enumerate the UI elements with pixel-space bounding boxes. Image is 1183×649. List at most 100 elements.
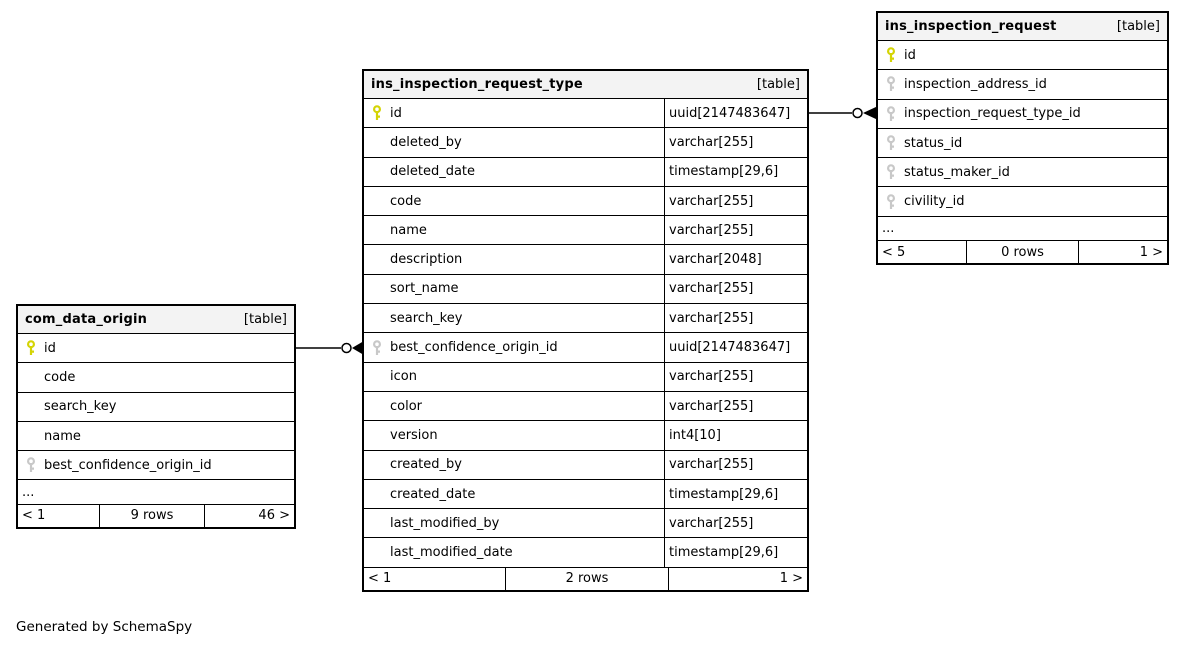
column-type: int4[10] bbox=[664, 421, 807, 450]
footer-related-left: < 5 bbox=[878, 241, 967, 264]
key-spacer bbox=[18, 363, 44, 391]
key-spacer bbox=[364, 480, 390, 508]
crowfoot-many-icon bbox=[863, 106, 877, 120]
footer-related-right: 1 > bbox=[779, 571, 803, 587]
foreign-key-icon bbox=[878, 129, 904, 157]
key-spacer bbox=[364, 421, 390, 449]
key-spacer bbox=[364, 304, 390, 332]
column-type: varchar[255] bbox=[664, 509, 807, 538]
footer-related-left: < 1 bbox=[364, 567, 506, 590]
column-name: sort_name bbox=[390, 281, 459, 297]
column-name: deleted_by bbox=[390, 134, 462, 150]
key-spacer bbox=[364, 275, 390, 303]
primary-key-icon bbox=[364, 99, 390, 127]
column-name: icon bbox=[390, 369, 417, 385]
column-row-search_key: search_key bbox=[18, 392, 294, 422]
column-name: code bbox=[390, 193, 422, 209]
column-row-best_confidence_origin_id: best_confidence_origin_id uuid[2147483647… bbox=[364, 333, 807, 363]
table-footer: < 1 9 rows 46 > bbox=[18, 504, 294, 527]
column-name: name bbox=[44, 428, 81, 444]
table-header: ins_inspection_request [table] bbox=[878, 13, 1167, 41]
primary-key-icon bbox=[18, 334, 44, 362]
column-name: best_confidence_origin_id bbox=[44, 457, 212, 473]
key-spacer bbox=[18, 422, 44, 450]
table-name: ins_inspection_request bbox=[885, 19, 1057, 34]
primary-key-icon bbox=[878, 41, 904, 69]
column-name: inspection_request_type_id bbox=[904, 106, 1081, 122]
column-row-icon: icon varchar[255] bbox=[364, 362, 807, 392]
column-row-id: id bbox=[878, 41, 1167, 71]
footer-row-count: 9 rows bbox=[100, 504, 205, 527]
column-row-status_id: status_id bbox=[878, 128, 1167, 159]
footer-row-count: 2 rows bbox=[506, 567, 669, 590]
table-header: ins_inspection_request_type [table] bbox=[364, 71, 807, 99]
column-type: timestamp[29,6] bbox=[664, 538, 807, 567]
column-row-version: version int4[10] bbox=[364, 421, 807, 451]
column-row-civility_id: civility_id bbox=[878, 187, 1167, 217]
ellipsis-row: ... bbox=[18, 480, 294, 505]
column-type: uuid[2147483647] bbox=[664, 99, 807, 128]
relationship-com-data-origin-to-request-type bbox=[296, 341, 363, 355]
column-name: id bbox=[44, 340, 56, 356]
foreign-key-icon bbox=[18, 451, 44, 479]
table-header: com_data_origin [table] bbox=[18, 306, 294, 334]
table-ins-inspection-request[interactable]: ins_inspection_request [table] id inspect… bbox=[876, 11, 1169, 266]
table-ins-inspection-request-type[interactable]: ins_inspection_request_type [table] id uu… bbox=[362, 69, 809, 592]
column-type: varchar[255] bbox=[664, 216, 807, 245]
column-name: id bbox=[390, 105, 402, 121]
column-name: version bbox=[390, 427, 438, 443]
key-spacer bbox=[364, 245, 390, 273]
column-type: varchar[255] bbox=[664, 128, 807, 157]
column-row-status_maker_id: status_maker_id bbox=[878, 158, 1167, 188]
column-name: best_confidence_origin_id bbox=[390, 340, 558, 356]
table-rows: id uuid[2147483647] deleted_by varchar[255]… bbox=[364, 99, 807, 568]
footer-related-right: 1 > bbox=[1139, 244, 1163, 260]
column-name: civility_id bbox=[904, 194, 965, 210]
table-footer: < 1 2 rows 1 > bbox=[364, 567, 807, 590]
column-type: varchar[2048] bbox=[664, 245, 807, 274]
column-name: created_date bbox=[390, 486, 476, 502]
key-spacer bbox=[364, 128, 390, 156]
foreign-key-icon bbox=[878, 70, 904, 98]
column-name: last_modified_by bbox=[390, 515, 500, 531]
ellipsis-row: ... bbox=[878, 216, 1167, 242]
table-footer: < 5 0 rows 1 > bbox=[878, 241, 1167, 264]
column-row-last_modified_by: last_modified_by varchar[255] bbox=[364, 509, 807, 539]
footer-row-count: 0 rows bbox=[967, 241, 1079, 264]
foreign-key-icon bbox=[364, 333, 390, 361]
table-badge: [table] bbox=[756, 77, 800, 92]
column-name: description bbox=[390, 252, 463, 268]
footer-related-left: < 1 bbox=[18, 504, 100, 527]
relationship-request-type-to-inspection-request bbox=[809, 106, 877, 120]
column-name: status_maker_id bbox=[904, 164, 1010, 180]
column-row-id: id uuid[2147483647] bbox=[364, 99, 807, 129]
zero-cardinality-icon bbox=[341, 342, 352, 354]
table-name: com_data_origin bbox=[25, 312, 148, 327]
column-type: varchar[255] bbox=[664, 362, 807, 391]
column-row-name: name bbox=[18, 421, 294, 452]
column-row-id: id bbox=[18, 334, 294, 364]
table-com-data-origin[interactable]: com_data_origin [table] id code search_key… bbox=[16, 304, 296, 529]
foreign-key-icon bbox=[878, 187, 904, 215]
key-spacer bbox=[364, 187, 390, 215]
table-name: ins_inspection_request_type bbox=[371, 77, 583, 92]
column-name: search_key bbox=[44, 399, 117, 415]
column-name: code bbox=[44, 369, 76, 385]
table-rows: id inspection_address_id inspection_reques… bbox=[878, 41, 1167, 242]
column-type: varchar[255] bbox=[664, 391, 807, 421]
column-name: last_modified_date bbox=[390, 545, 513, 561]
key-spacer bbox=[364, 451, 390, 479]
column-name: deleted_date bbox=[390, 164, 476, 180]
column-name: created_by bbox=[390, 457, 462, 473]
table-badge: [table] bbox=[243, 312, 287, 327]
column-name: id bbox=[904, 47, 916, 63]
column-type: uuid[2147483647] bbox=[664, 333, 807, 362]
column-name: inspection_address_id bbox=[904, 76, 1047, 92]
